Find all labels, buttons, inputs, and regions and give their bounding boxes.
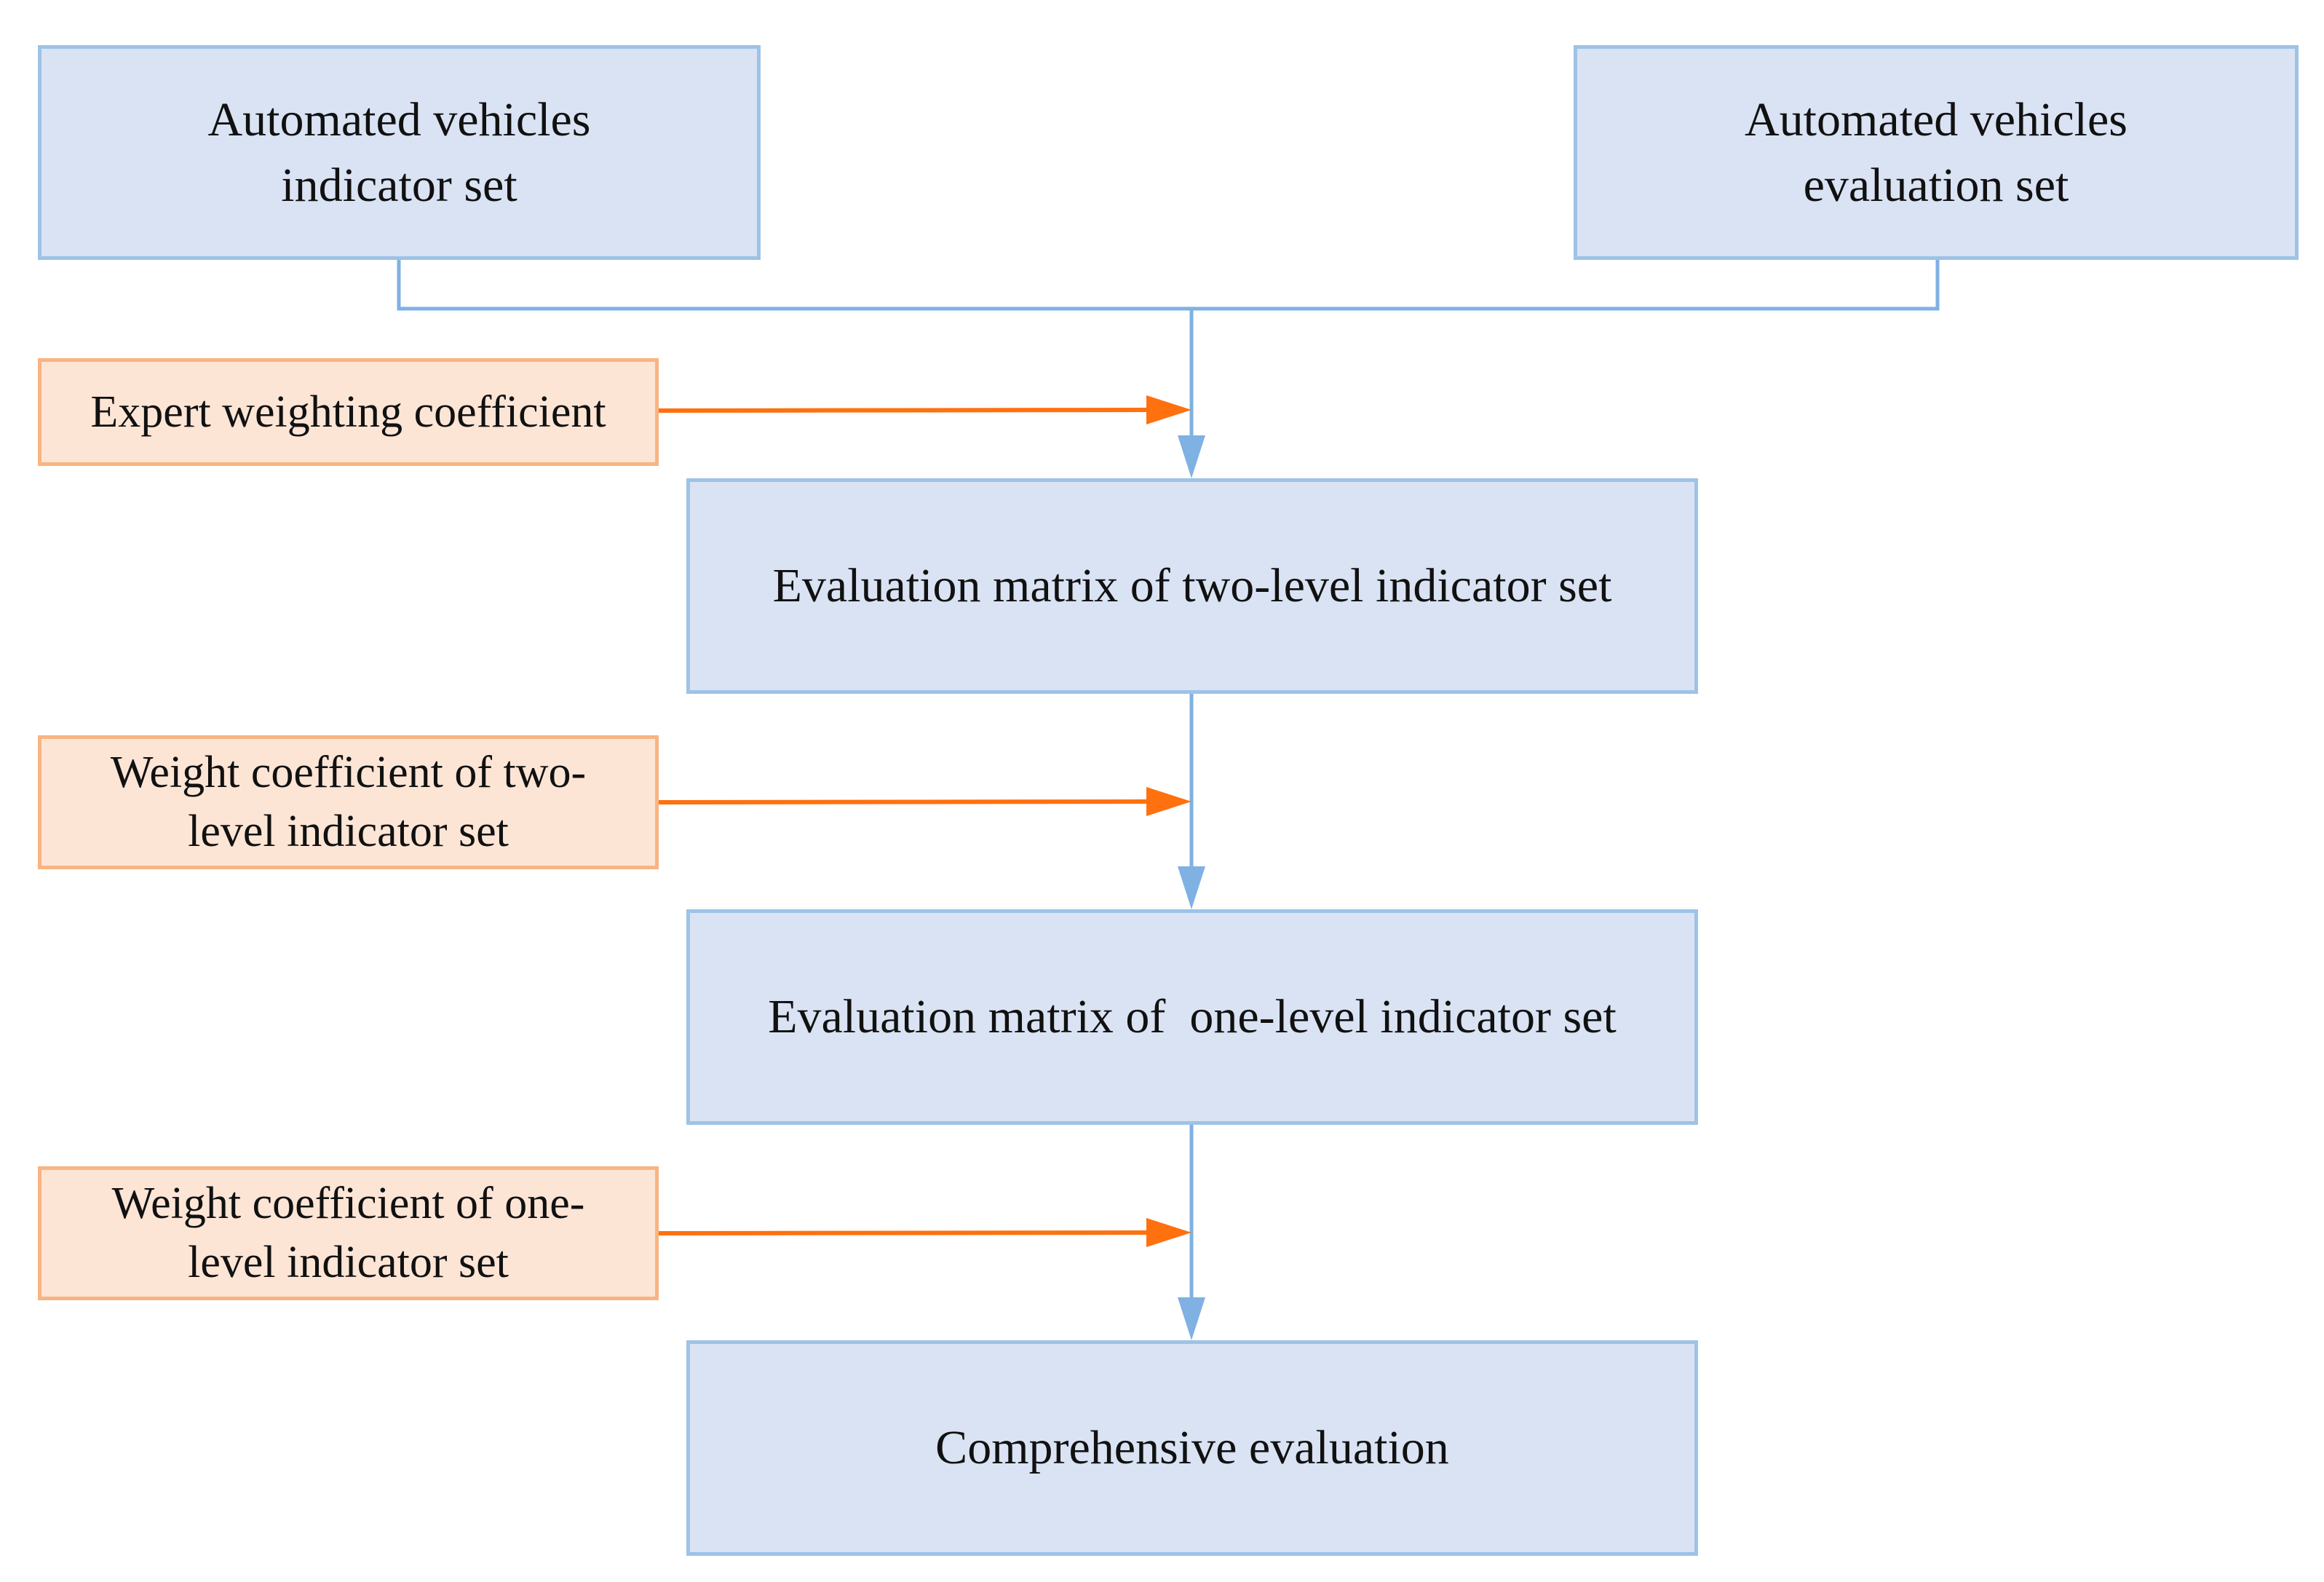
arrowhead-two-level-matrix	[1178, 435, 1205, 478]
evaluation-set-box: Automated vehicles evaluation set	[1574, 45, 2299, 260]
arrowhead-comprehensive	[1178, 1297, 1205, 1340]
two-level-weight-line1: Weight coefficient of two-	[110, 748, 587, 798]
two-level-weight-text: Weight coefficient of two- level indicat…	[111, 743, 586, 861]
comprehensive-evaluation-box: Comprehensive evaluation	[686, 1340, 1698, 1556]
evaluation-set-line1: Automated vehicles	[1744, 93, 2127, 147]
one-level-weight-line1: Weight coefficient of one-	[111, 1179, 585, 1229]
two-level-matrix-box: Evaluation matrix of two-level indicator…	[686, 478, 1698, 694]
comprehensive-evaluation-label: Comprehensive evaluation	[935, 1421, 1449, 1475]
connector-evaluation-set	[1191, 260, 1940, 311]
indicator-set-box: Automated vehicles indicator set	[38, 45, 761, 260]
one-level-weight-line2: level indicator set	[188, 1238, 509, 1287]
two-level-weight-box: Weight coefficient of two- level indicat…	[38, 735, 659, 869]
arrowhead-two-level-weight	[1146, 787, 1191, 816]
indicator-set-line1: Automated vehicles	[207, 93, 591, 147]
arrowhead-expert-weight	[1146, 395, 1191, 424]
two-level-matrix-label: Evaluation matrix of two-level indicator…	[772, 559, 1612, 613]
evaluation-set-text: Automated vehicles evaluation set	[1745, 87, 2127, 217]
one-level-matrix-label: Evaluation matrix of one-level indicator…	[768, 990, 1617, 1044]
one-level-matrix-box: Evaluation matrix of one-level indicator…	[686, 909, 1698, 1125]
arrow-expert-weight	[658, 408, 1151, 413]
arrowhead-one-level-weight	[1146, 1218, 1191, 1247]
two-level-weight-line2: level indicator set	[188, 807, 509, 856]
arrowhead-one-level-matrix	[1178, 866, 1205, 909]
evaluation-set-line2: evaluation set	[1803, 158, 2069, 212]
connector-indicator-set	[397, 260, 1191, 311]
expert-weighting-box: Expert weighting coefficient	[38, 358, 659, 466]
one-level-weight-box: Weight coefficient of one- level indicat…	[38, 1166, 659, 1300]
indicator-set-text: Automated vehicles indicator set	[207, 87, 590, 217]
expert-weighting-label: Expert weighting coefficient	[90, 387, 606, 437]
one-level-weight-text: Weight coefficient of one- level indicat…	[112, 1174, 585, 1292]
indicator-set-line2: indicator set	[281, 158, 517, 212]
